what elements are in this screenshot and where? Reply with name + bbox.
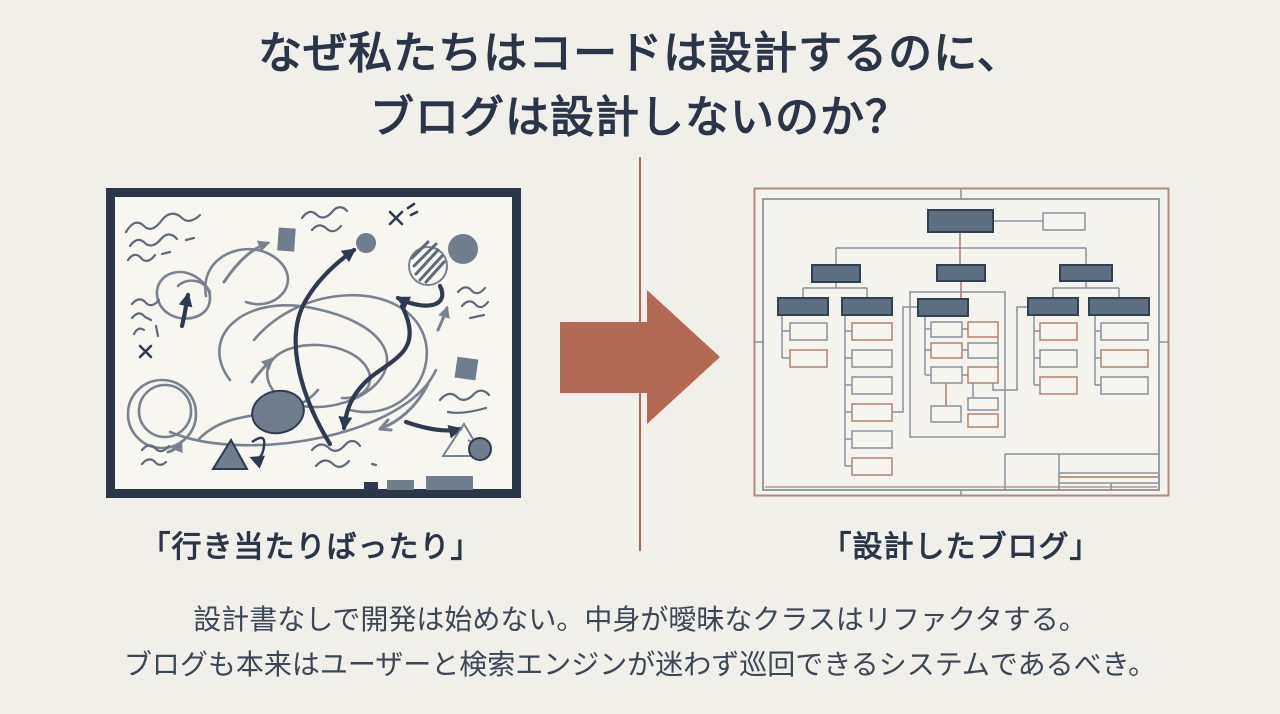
sketch-shapes (211, 227, 492, 490)
transformation-arrow (553, 283, 725, 429)
root-node (927, 209, 994, 233)
handwriting-scribbles (124, 206, 491, 468)
page-title-line1: なぜ私たちはコードは設計するのに、 (258, 29, 1022, 78)
sitemap-blueprint-svg (753, 187, 1170, 497)
section-boxes (777, 209, 1150, 317)
page-title: なぜ私たちはコードは設計するのに、 ブログは設計しないのか？ (0, 22, 1280, 150)
footer-text: 設計書なしで開発は始めない。中身が曖昧なクラスはリファクタする。 ブログも本来は… (0, 597, 1280, 687)
drawing-title-block (1004, 453, 1159, 490)
dark-arrows (178, 247, 463, 447)
frame-tick-marks (754, 188, 1169, 496)
gray-arrows (166, 240, 450, 454)
messy-sketch-illustration (106, 188, 521, 498)
group-container (909, 291, 1006, 438)
page-title-line2: ブログは設計しないのか？ (370, 93, 910, 142)
page-boxes (789, 212, 1149, 476)
blueprint-outer-frame (753, 187, 1170, 497)
arrow-svg (560, 290, 720, 424)
footer-line2: ブログも本来はユーザーと検索エンジンが迷わず巡回できるシステムであるべき。 (123, 649, 1157, 680)
left-caption: 「行き当たりばったり」 (140, 531, 482, 564)
x-marks (138, 202, 419, 359)
sitemap-blueprint-illustration (753, 187, 1170, 497)
footer-line1: 設計書なしで開発は始めない。中身が曖昧なクラスはリファクタする。 (193, 604, 1087, 635)
right-caption: 「設計したブログ」 (821, 531, 1101, 564)
right-arrow-icon (560, 290, 720, 424)
connector-lines (781, 220, 1120, 467)
connector-lines-accent (945, 232, 962, 406)
messy-sketch-svg (106, 188, 521, 498)
